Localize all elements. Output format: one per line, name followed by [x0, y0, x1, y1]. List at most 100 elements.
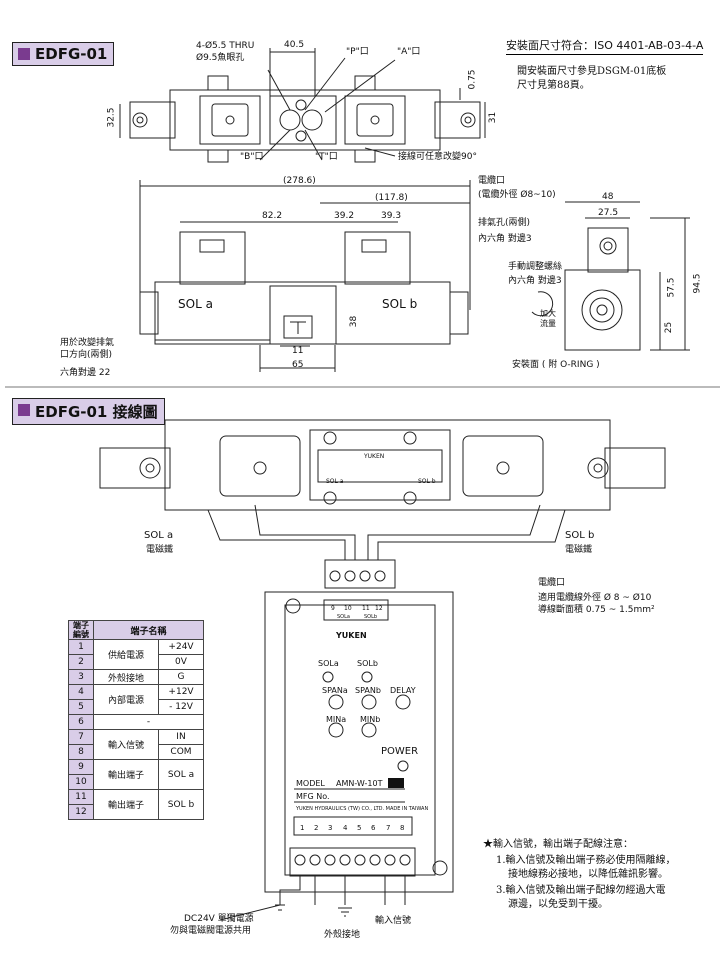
- wiring-sol-a-sub: 電磁鐵: [146, 545, 174, 555]
- wiring-left-cap: [99, 447, 171, 489]
- power-led: [397, 760, 409, 772]
- upper-term-9: 9: [331, 605, 335, 612]
- card-spanb: SPANb: [355, 686, 381, 695]
- rail-sol-b: SOL b: [418, 478, 436, 485]
- table-header-number: 端子編號: [68, 620, 94, 640]
- card-brand: YUKEN: [336, 631, 367, 640]
- note-line-2: 尺寸見第88頁。: [517, 80, 590, 91]
- change-exhaust-1: 用於改變排氣: [60, 338, 115, 348]
- lower-term-3: 3: [328, 824, 333, 832]
- front-left-cap: [139, 291, 159, 335]
- thru-label-1: 4-Ø5.5 THRU: [196, 41, 255, 51]
- dim-39-3: 39.3: [381, 211, 402, 221]
- port-t-label: "T"口: [315, 152, 338, 162]
- dim-65: 65: [292, 360, 304, 370]
- change-exhaust-2: 口方向(兩側): [60, 350, 113, 360]
- notes-line-1: 1.輸入信號及輸出端子務必使用隔離線，: [496, 855, 676, 866]
- bolt-right: [460, 112, 476, 128]
- front-view: [139, 180, 471, 372]
- wiring-valve: [99, 419, 666, 589]
- front-sol-b: SOL b: [382, 297, 418, 311]
- amplifier-card: [219, 591, 454, 921]
- dim-48: 48: [602, 192, 614, 202]
- card-led-solb: SOLb: [357, 659, 378, 668]
- dc-label-2: 勿與電磁閥電源共用: [170, 926, 252, 936]
- hex-3b-label: 內六角 對邊3: [508, 276, 562, 286]
- notes-title: ★輸入信號，輸出端子配線注意：: [483, 839, 633, 850]
- lower-term-2: 2: [314, 824, 319, 832]
- port-a-label: "A"口: [397, 47, 421, 57]
- card-delay: DELAY: [390, 686, 416, 695]
- knob-delay: [395, 694, 411, 710]
- dim-38: 38: [349, 315, 360, 328]
- lower-term-5: 5: [357, 824, 362, 832]
- increase-flow-1: 加大: [540, 309, 556, 318]
- dim-94-5: 94.5: [692, 273, 703, 294]
- screw-top-right: [354, 75, 376, 91]
- upper-term-12: 12: [375, 605, 383, 612]
- connector-left: [199, 95, 261, 145]
- dim-40-5: 40.5: [284, 40, 305, 50]
- table-row: 12: [68, 804, 204, 820]
- wiring-sol-b-sub: 電磁鐵: [565, 545, 593, 555]
- cable-dia-label: (電纜外徑 Ø8~10): [478, 190, 556, 200]
- cable-gland-top: [324, 559, 396, 589]
- dc-label-1: DC24V 單獨電源: [184, 914, 254, 924]
- front-connector-a: [179, 231, 246, 285]
- standard-label: 安裝面尺寸符合：ISO 4401-AB-03-4-A: [506, 40, 704, 55]
- table-header-row: 端子編號 端子名稱: [68, 620, 204, 640]
- dim-25: 25: [664, 321, 675, 334]
- lower-term-1: 1: [300, 824, 305, 832]
- exhaust-label: 排氣孔(兩側): [478, 218, 531, 228]
- lower-term-6: 6: [371, 824, 376, 832]
- rotate-note: 接線可任意改變90°: [398, 152, 477, 162]
- upper-sub-b: SOLb: [364, 614, 378, 620]
- top-left-cap: [129, 101, 176, 139]
- wiring-rail-box: [309, 429, 451, 501]
- lower-term-8: 8: [400, 824, 405, 832]
- din-rail: [317, 449, 443, 483]
- front-sol-a: SOL a: [178, 297, 213, 311]
- amp-outer: [264, 591, 454, 893]
- wiring-body: [164, 419, 611, 511]
- notes-line-3: 3.輸入信號及輸出端子配線勿經過大電: [496, 885, 666, 896]
- dim-39-2: 39.2: [334, 211, 355, 221]
- mount-face-top: [269, 95, 337, 145]
- upper-sub-a: SOLa: [337, 614, 350, 620]
- mount-face-label: 安裝面 ( 附 O-RING ): [512, 360, 600, 370]
- manual-screw-label: 手動調整螺絲: [508, 262, 563, 272]
- wiring-connector-a: [219, 435, 301, 497]
- wiring-right-cap: [604, 447, 666, 489]
- lower-term-7: 7: [386, 824, 391, 832]
- front-right-cap: [449, 291, 469, 335]
- front-body: [154, 281, 451, 345]
- knob-minb: [361, 722, 377, 738]
- dim-278-6: (278.6): [283, 176, 316, 186]
- card-minb: MINb: [360, 715, 381, 724]
- section-title-top: EDFG-01: [12, 42, 115, 66]
- table-header-name: 端子名稱: [93, 620, 204, 640]
- card-mina: MINa: [326, 715, 347, 724]
- upper-term-10: 10: [344, 605, 352, 612]
- screw-top-left: [207, 75, 229, 91]
- card-model-label: MODEL: [296, 779, 325, 788]
- knob-mina: [328, 722, 344, 738]
- card-company: YUKEN HYDRAULICS (TW) CO., LTD. MADE IN …: [296, 806, 429, 812]
- dim-57-5: 57.5: [666, 277, 677, 298]
- side-coil: [581, 289, 623, 331]
- cable-gland-bottom: [289, 847, 416, 877]
- note-line-1: 閥安裝面尺寸參見DSGM-01底板: [517, 66, 667, 77]
- dim-11: 11: [292, 346, 304, 356]
- top-body: [169, 89, 441, 151]
- upper-term-11: 11: [362, 605, 370, 612]
- wiring-sol-b: SOL b: [565, 530, 595, 541]
- ground-label: 外殼接地: [324, 930, 361, 940]
- lower-term-4: 4: [343, 824, 348, 832]
- led-sola: [322, 671, 334, 683]
- dim-27-5: 27.5: [598, 208, 619, 218]
- cable-port-label: 電纜口: [478, 176, 506, 186]
